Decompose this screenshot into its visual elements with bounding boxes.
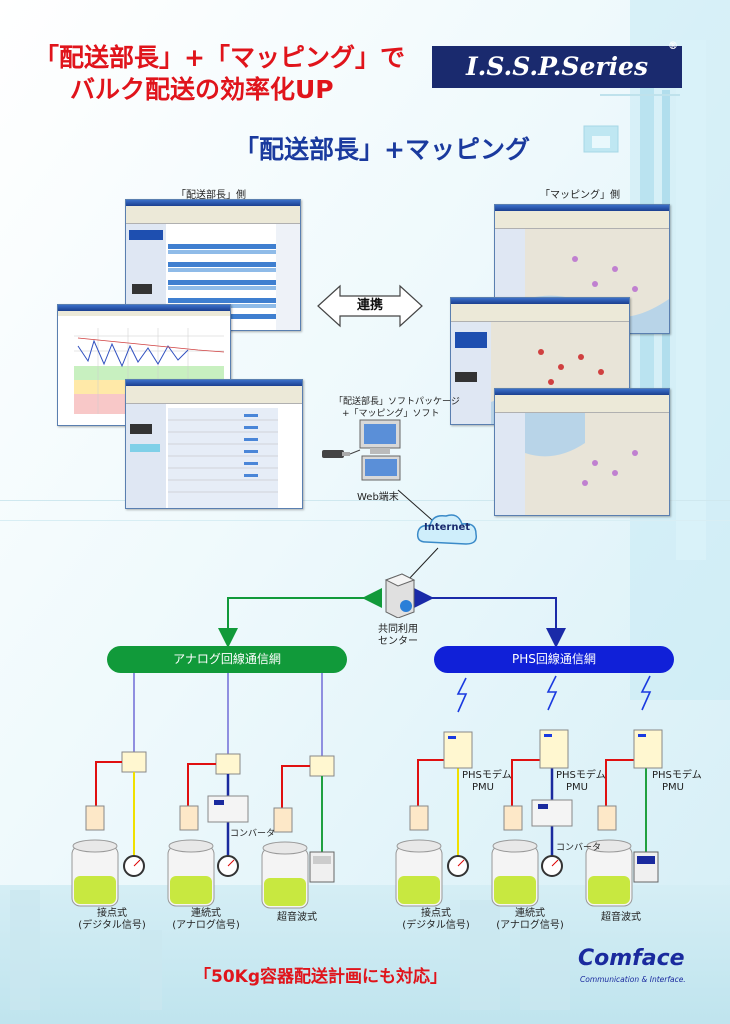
delivery-table-graphic-2 bbox=[126, 404, 278, 508]
converter-label-phs: コンバータ bbox=[556, 843, 602, 853]
tank-label-contact-phs: 接点式 (デジタル信号) bbox=[396, 908, 476, 932]
tank-label-ultrasonic-phs: 超音波式 bbox=[601, 912, 641, 923]
monitor-icon bbox=[361, 455, 401, 481]
registered-mark: ® bbox=[668, 41, 678, 52]
tank-label-continuous-phs: 連続式 (アナログ信号) bbox=[490, 908, 570, 932]
right-panel-caption: 「マッピング」側 bbox=[540, 190, 620, 201]
gauge-icon bbox=[123, 855, 563, 877]
phs-modem-line-2: PMU bbox=[566, 782, 588, 793]
web-terminal-label: Web端末 bbox=[357, 492, 399, 503]
subtitle: 「配送部長」+マッピング bbox=[234, 135, 530, 164]
center-line-2: センター bbox=[378, 636, 418, 647]
phs-modem-line-1: PHSモデム bbox=[652, 770, 702, 781]
tank-continuous-line-2: (アナログ信号) bbox=[496, 920, 564, 931]
phs-modem-line-2: PMU bbox=[662, 782, 684, 793]
usb-key-icon bbox=[322, 450, 350, 458]
converter-icon bbox=[207, 795, 249, 823]
modem-icon bbox=[443, 729, 663, 769]
phs-modem-label-3: PHSモデム PMU bbox=[652, 770, 702, 794]
converter-icon bbox=[531, 799, 573, 827]
tank-continuous-line-1: 連続式 bbox=[191, 908, 221, 919]
web-terminal-graphic bbox=[322, 419, 401, 481]
center-line-1: 共同利用 bbox=[378, 624, 418, 635]
converter-label-analog: コンバータ bbox=[230, 829, 276, 839]
comface-tagline: Communication & Interface. bbox=[580, 975, 686, 984]
tank-contact-line-2: (デジタル信号) bbox=[402, 920, 470, 931]
phs-modem-line-1: PHSモデム bbox=[556, 770, 606, 781]
comface-logo: Comface bbox=[578, 946, 685, 971]
tank-contact-line-1: 接点式 bbox=[421, 908, 451, 919]
lightning-icon bbox=[456, 675, 652, 713]
phs-modem-label-2: PHSモデム PMU bbox=[556, 770, 606, 794]
link-label: 連携 bbox=[356, 298, 383, 313]
series-banner: I.S.S.P.Series ® bbox=[432, 41, 682, 88]
phs-modem-label-1: PHSモデム PMU bbox=[462, 770, 512, 794]
headline-line-2: バルク配送の効率化UP bbox=[70, 75, 334, 104]
tank-icon bbox=[71, 839, 633, 909]
meter-icon bbox=[309, 851, 659, 883]
software-line-2: +「マッピング」ソフト bbox=[342, 409, 440, 419]
tank-continuous-line-1: 連続式 bbox=[515, 908, 545, 919]
tank-continuous-line-2: (アナログ信号) bbox=[172, 920, 240, 931]
double-arrow-icon bbox=[317, 284, 423, 328]
phs-modem-line-1: PHSモデム bbox=[462, 770, 512, 781]
map-graphic-3 bbox=[495, 413, 669, 515]
link-double-arrow: 連携 bbox=[316, 284, 424, 328]
tank-label-ultrasonic-analog: 超音波式 bbox=[277, 912, 317, 923]
bottom-note: 「50Kg容器配送計画にも対応」 bbox=[194, 967, 447, 987]
mapping-window-3 bbox=[494, 388, 670, 516]
tank-label-continuous-analog: 連続式 (アナログ信号) bbox=[166, 908, 246, 932]
internet-label: Internet bbox=[424, 522, 471, 533]
mapping-window-2 bbox=[450, 297, 630, 425]
delivery-app-window-2 bbox=[125, 379, 303, 509]
tank-contact-line-1: 接点式 bbox=[97, 908, 127, 919]
series-name: I.S.S.P.Series bbox=[465, 52, 649, 81]
server-icon bbox=[384, 573, 416, 618]
tank-contact-line-2: (デジタル信号) bbox=[78, 920, 146, 931]
analog-network-bar: アナログ回線通信網 bbox=[107, 646, 347, 673]
phs-network-bar: PHS回線通信網 bbox=[434, 646, 674, 673]
left-panel-caption: 「配送部長」側 bbox=[176, 190, 246, 201]
phs-modem-line-2: PMU bbox=[472, 782, 494, 793]
software-line-1: 「配送部長」ソフトパッケージ bbox=[334, 397, 460, 407]
headline-line-1: 「配送部長」+「マッピング」で bbox=[34, 43, 405, 72]
tank-label-contact-analog: 接点式 (デジタル信号) bbox=[72, 908, 152, 932]
monitor-icon bbox=[359, 419, 401, 454]
cloud-icon bbox=[416, 514, 478, 545]
